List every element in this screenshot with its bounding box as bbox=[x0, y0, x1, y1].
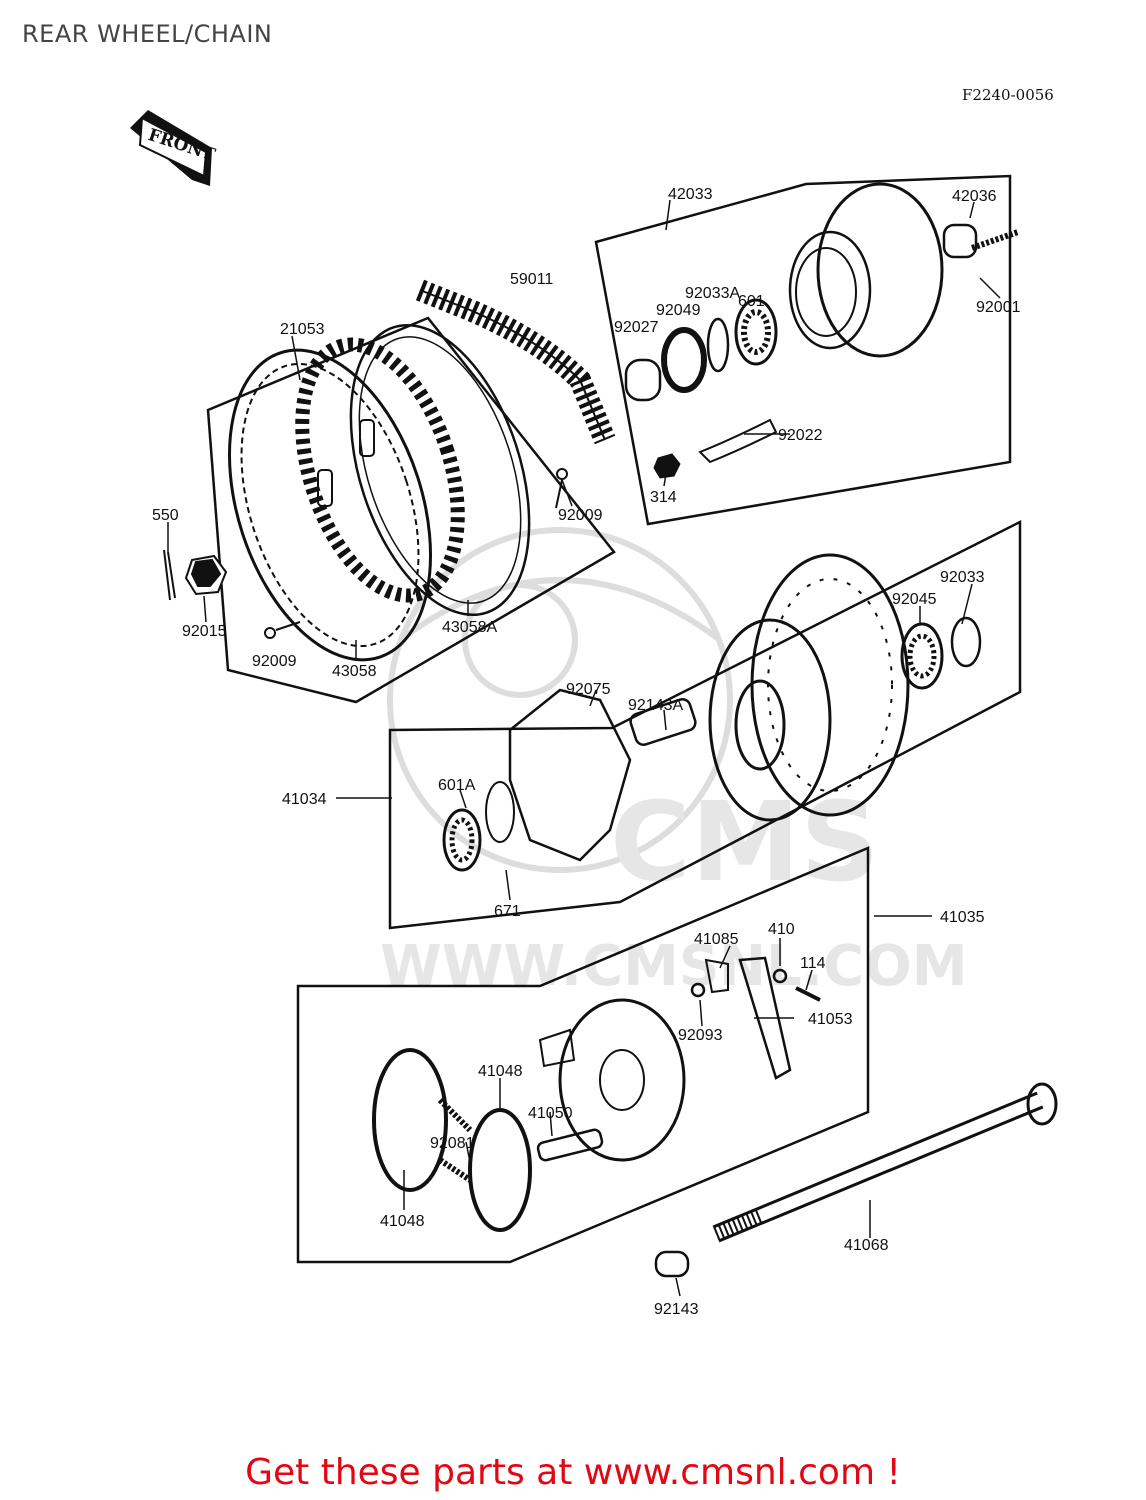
label-92045: 92045 bbox=[892, 591, 937, 608]
label-41034: 41034 bbox=[282, 791, 327, 808]
label-21053: 21053 bbox=[280, 321, 325, 338]
label-92001: 92001 bbox=[976, 299, 1021, 316]
label-42036: 42036 bbox=[952, 188, 997, 205]
shop-link-banner[interactable]: Get these parts at www.cmsnl.com ! bbox=[245, 1452, 901, 1493]
diagram-code: F2240-0056 bbox=[962, 86, 1054, 104]
brake-group-box bbox=[296, 846, 870, 1264]
brake-assembly bbox=[372, 956, 821, 1232]
sprocket-group-box bbox=[206, 316, 616, 704]
label-92033a: 92033A bbox=[685, 285, 740, 302]
wheel-hub bbox=[442, 553, 982, 872]
label-92049: 92049 bbox=[656, 302, 701, 319]
label-92081: 92081 bbox=[430, 1135, 475, 1152]
label-92033: 92033 bbox=[940, 569, 985, 586]
label-43058a: 43058A bbox=[442, 619, 497, 636]
label-92075: 92075 bbox=[566, 681, 611, 698]
hub-assembly bbox=[624, 182, 1019, 479]
wheel-group-box bbox=[388, 519, 1022, 930]
label-41048-bottom: 41048 bbox=[380, 1213, 425, 1230]
label-41035: 41035 bbox=[940, 909, 985, 926]
rear-axle bbox=[654, 1082, 1058, 1278]
label-550: 550 bbox=[152, 507, 179, 524]
label-41048-top: 41048 bbox=[478, 1063, 523, 1080]
label-601: 601 bbox=[738, 293, 765, 310]
label-114: 114 bbox=[800, 955, 826, 972]
group-outlines bbox=[206, 174, 1022, 1264]
label-601a: 601A bbox=[438, 777, 476, 794]
label-92027: 92027 bbox=[614, 319, 659, 336]
cotter-pin-550 bbox=[163, 549, 176, 601]
label-43058: 43058 bbox=[332, 663, 377, 680]
hub-group-box bbox=[594, 174, 1012, 526]
drive-chain bbox=[415, 279, 616, 445]
label-42033: 42033 bbox=[668, 186, 713, 203]
label-41068: 41068 bbox=[844, 1237, 889, 1254]
label-41085: 41085 bbox=[694, 931, 739, 948]
label-59011: 59011 bbox=[510, 271, 553, 288]
label-41053: 41053 bbox=[808, 1011, 853, 1028]
label-92093: 92093 bbox=[678, 1027, 723, 1044]
part-number-labels: 42033 42036 59011 601 92033A 92049 92027… bbox=[152, 186, 1021, 1318]
label-92143: 92143 bbox=[654, 1301, 699, 1318]
label-314: 314 bbox=[650, 489, 677, 506]
label-410: 410 bbox=[768, 921, 795, 938]
exploded-parts-diagram: CMS WWW.CMSNL.COM FRONT bbox=[130, 110, 1058, 1318]
leader-lines bbox=[167, 199, 1001, 1297]
watermark-url: WWW.CMSNL.COM bbox=[380, 934, 967, 999]
label-41050: 41050 bbox=[528, 1105, 573, 1122]
page-title: REAR WHEEL/CHAIN bbox=[22, 20, 273, 48]
label-92009-bottom: 92009 bbox=[252, 653, 297, 670]
sprocket-assembly bbox=[227, 323, 531, 662]
screws-92009 bbox=[264, 468, 568, 639]
watermark: CMS WWW.CMSNL.COM bbox=[380, 527, 967, 999]
label-92022: 92022 bbox=[778, 427, 823, 444]
front-arrow-tag: FRONT bbox=[130, 110, 218, 186]
label-92009-top: 92009 bbox=[558, 507, 603, 524]
label-92015: 92015 bbox=[182, 623, 227, 640]
label-671: 671 bbox=[494, 903, 521, 920]
label-92143a: 92143A bbox=[628, 697, 683, 714]
axle-nut-92015 bbox=[184, 554, 228, 596]
